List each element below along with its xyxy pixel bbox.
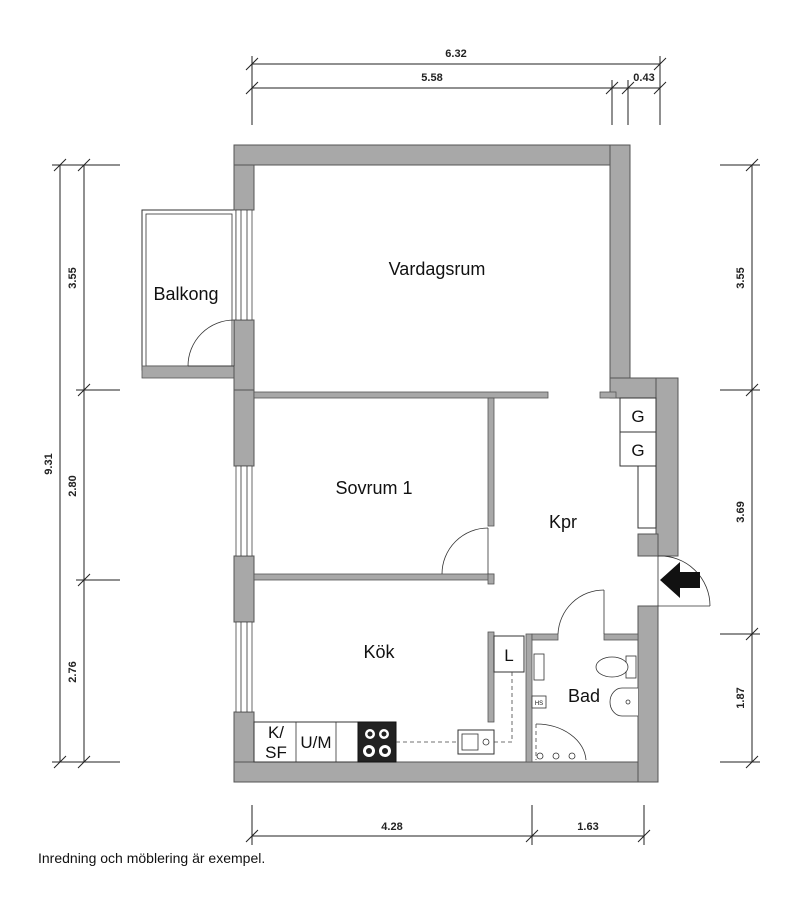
wardrobe-label-2: G — [631, 441, 644, 460]
fridge-freezer-label-line2: SF — [265, 743, 287, 762]
room-label-kok: Kök — [363, 642, 395, 662]
dim-top-total: 6.32 — [445, 48, 466, 60]
dim-left-bottom: 2.76 — [67, 661, 79, 682]
dim-left-top: 3.55 — [67, 267, 79, 288]
entrance-arrow-icon — [660, 562, 700, 598]
dim-right-bottom: 1.87 — [735, 687, 747, 708]
water-heater-label: HS — [535, 701, 543, 707]
room-label-balkong: Balkong — [153, 284, 218, 304]
dim-left-total: 9.31 — [43, 453, 55, 474]
room-label-vardagsrum: Vardagsrum — [389, 259, 486, 279]
dim-right-top: 3.55 — [735, 267, 747, 288]
dim-left-mid: 2.80 — [67, 475, 79, 496]
exterior-walls — [233, 144, 679, 783]
dim-right-mid: 3.69 — [735, 501, 747, 522]
dishwasher-label: U/M — [300, 733, 331, 752]
room-label-bad: Bad — [568, 686, 600, 706]
room-label-sovrum: Sovrum 1 — [335, 478, 412, 498]
dim-top-small: 0.43 — [633, 72, 654, 84]
dim-top-main: 5.58 — [421, 72, 442, 84]
fridge-freezer-label-line1: K/ — [268, 723, 284, 742]
windows — [235, 209, 253, 713]
kitchen-counter — [253, 672, 513, 763]
closet-l-label: L — [504, 646, 513, 665]
wardrobe-label-1: G — [631, 407, 644, 426]
dimension-lines — [52, 56, 760, 845]
dim-bottom-right: 1.63 — [577, 821, 598, 833]
doors — [187, 319, 711, 635]
disclaimer-text: Inredning och möblering är exempel. — [38, 850, 266, 866]
bathroom-fixtures — [531, 653, 638, 761]
wardrobe-units — [619, 397, 657, 529]
closet-l — [493, 635, 525, 673]
interior-walls — [253, 391, 639, 763]
dim-bottom-left: 4.28 — [381, 821, 402, 833]
room-label-kpr: Kpr — [549, 512, 577, 532]
